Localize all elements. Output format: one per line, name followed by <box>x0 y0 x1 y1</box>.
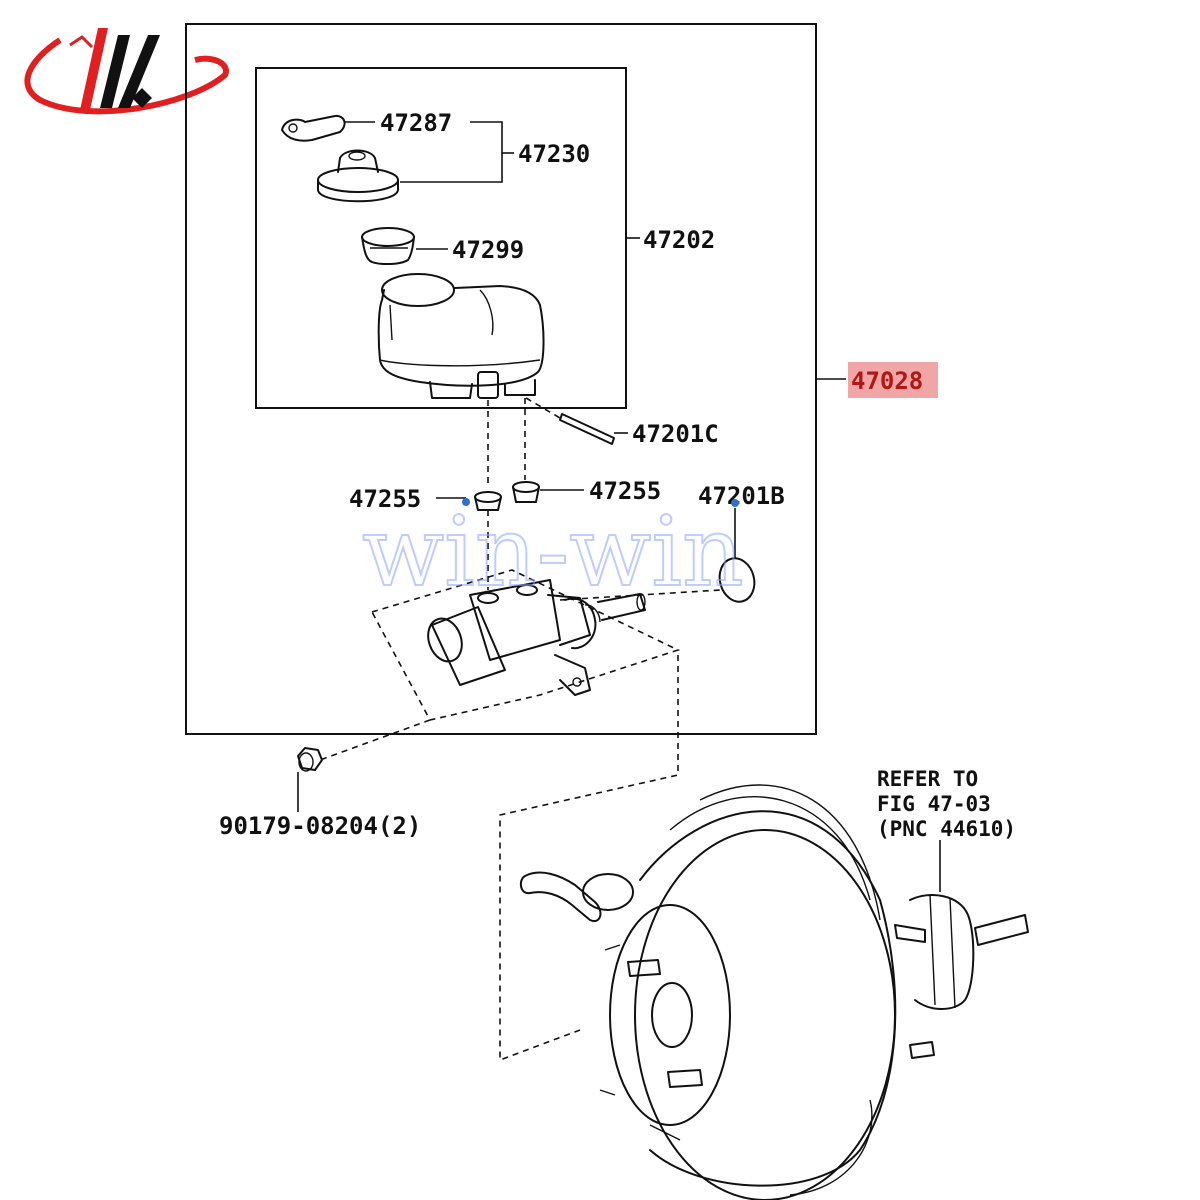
refer-note-line3: (PNC 44610) <box>877 817 1016 841</box>
marker-dot-right <box>731 499 739 507</box>
assembly-label-highlight <box>848 362 938 398</box>
assembly-label: 47028 <box>851 367 923 395</box>
o-ring-label: 47201B <box>698 482 785 510</box>
reservoir-drawing <box>377 273 545 399</box>
pin-label: 47201C <box>632 420 719 448</box>
grommet-right-label: 47255 <box>589 477 661 505</box>
cap-plate-drawing <box>281 114 346 142</box>
nut-label: 90179-08204(2) <box>219 812 421 840</box>
grommet-right-drawing <box>512 481 540 503</box>
brand-logo <box>24 28 229 115</box>
strainer-drawing <box>361 227 415 266</box>
refer-note-line2: FIG 47-03 <box>877 792 991 816</box>
cap-plate-label: 47287 <box>380 109 452 137</box>
brake-booster-drawing <box>519 784 1029 1200</box>
reservoir-cap-bracket <box>400 121 503 183</box>
nut-drawing <box>297 747 323 772</box>
grommet-left-label: 47255 <box>349 485 421 513</box>
o-ring-drawing <box>718 557 756 603</box>
marker-dot-left <box>462 498 470 506</box>
assembly-frame <box>185 23 817 735</box>
reservoir-cap-label: 47230 <box>518 140 590 168</box>
refer-note-line1: REFER TO <box>877 767 978 791</box>
pin-drawing <box>559 413 615 445</box>
strainer-label: 47299 <box>452 236 524 264</box>
booster-link-dash <box>499 655 679 1062</box>
reservoir-cap-drawing <box>317 149 399 203</box>
watermark: win-win <box>362 496 744 608</box>
master-cylinder-drawing <box>427 579 646 696</box>
nut-dash <box>319 719 431 761</box>
reservoir-label: 47202 <box>643 226 715 254</box>
